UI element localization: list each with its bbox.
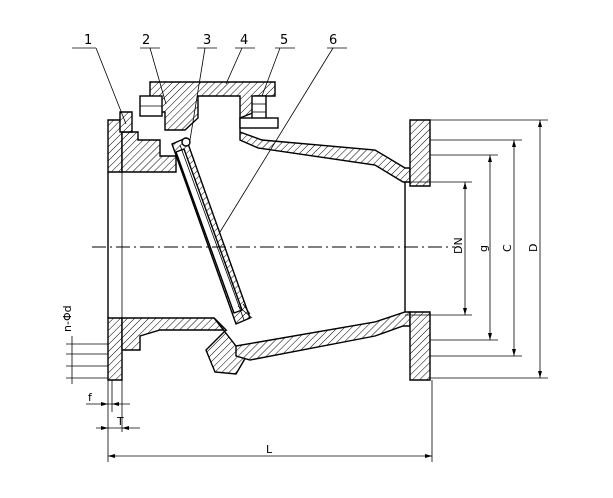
dim-d-label: D [527,244,540,252]
dim-n-phi-d-label: n-Φd [61,305,74,332]
dim-t-label: T [116,415,124,428]
part-label-5: 5 [280,33,288,48]
right-dimensions [405,119,548,379]
left-dimensions [66,336,433,462]
leader-lines [72,47,347,233]
dim-dn-label: DN [452,237,465,254]
part-label-1: 1 [84,33,92,48]
dim-l-label: L [266,443,273,456]
valve-body-lower [107,311,431,381]
dim-c-label: C [501,244,514,252]
part-label-2: 2 [142,33,150,48]
part-label-4: 4 [240,33,248,48]
dim-g-label: g [477,245,490,252]
part-label-3: 3 [203,33,211,48]
part-label-6: 6 [329,33,337,48]
bonnet-cover [139,81,279,131]
dim-f-label: f [88,391,93,404]
swing-disc [171,137,253,325]
